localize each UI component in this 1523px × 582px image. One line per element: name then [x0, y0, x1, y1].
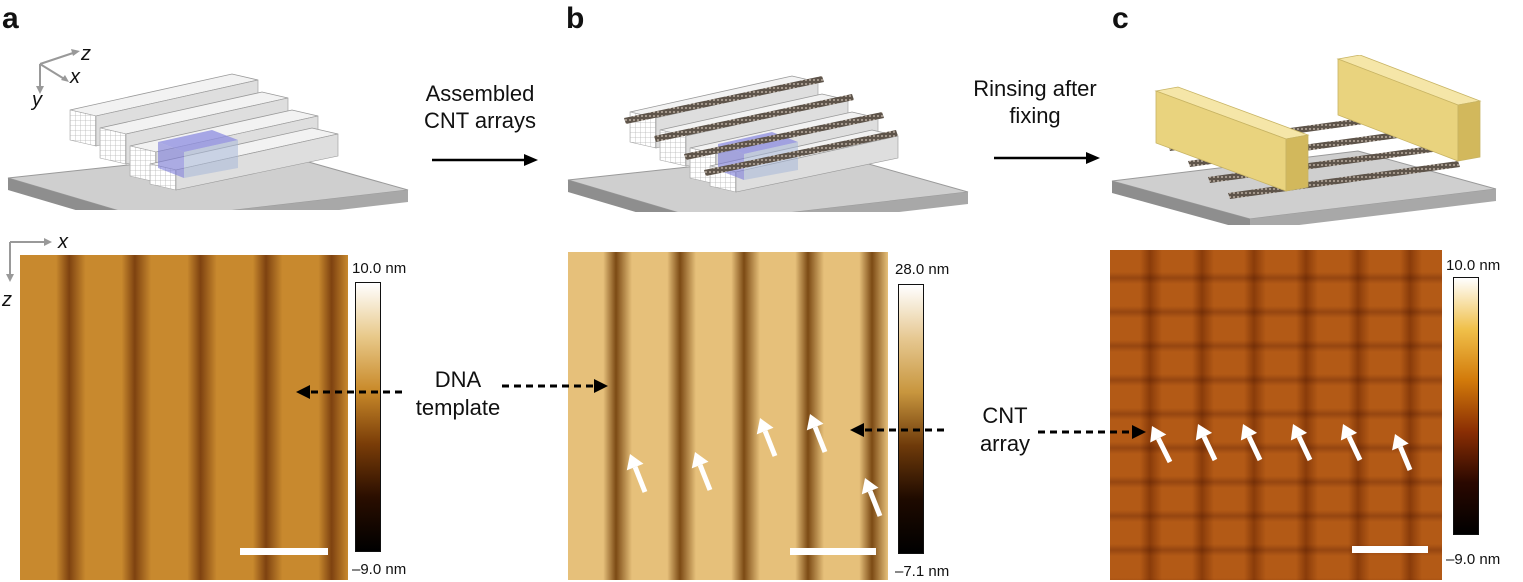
annotation-dna-line1: DNA [434, 367, 482, 392]
electrode-left [1154, 86, 1310, 192]
step1-label: Assembled CNT arrays [405, 80, 555, 134]
white-arrow [1340, 424, 1363, 462]
schematic-dna-template [7, 73, 409, 210]
colorbar-a-min: –9.0 nm [352, 561, 407, 578]
dashed-arrow-cnt-left [850, 423, 944, 437]
white-arrow [1150, 426, 1173, 464]
substrate-front [8, 178, 117, 210]
afm-axis-x: x [58, 231, 68, 253]
annotation-dna-template: DNA template [388, 366, 528, 422]
colorbar-c [1453, 277, 1479, 535]
afm-image-c [1110, 250, 1442, 580]
scale-bar-a [240, 548, 328, 555]
schematic-assembled-cnt [567, 75, 969, 212]
substrate-side [236, 190, 408, 210]
axes-afm [6, 238, 52, 282]
axis-label-z: z [81, 43, 91, 65]
colorbar-b-min: –7.1 nm [895, 563, 950, 580]
colorbar-b [898, 284, 924, 554]
white-arrow [756, 418, 778, 457]
white-arrow [691, 452, 713, 491]
panel-letter-a: a [2, 2, 19, 35]
white-arrow [1240, 424, 1263, 462]
annotation-cnt-line1: CNT [982, 403, 1028, 428]
dashed-arrow-dna-right [502, 379, 608, 393]
afm-image-a [20, 255, 348, 580]
annotation-cnt-array: CNT array [950, 402, 1060, 458]
annotation-dna-line2: template [415, 395, 501, 420]
white-arrows [626, 414, 1413, 517]
white-arrow [1392, 434, 1413, 471]
electrode-right [1336, 55, 1482, 162]
white-arrow [861, 478, 883, 517]
dashed-arrow-dna-left [296, 385, 402, 399]
dashed-arrow-cnt-right [1038, 425, 1146, 439]
dna-bundles [69, 73, 339, 191]
axes-triad-top [36, 49, 80, 94]
step2-line2: fixing [1009, 103, 1061, 128]
afm-image-b [568, 252, 888, 580]
step1-line2: CNT arrays [423, 108, 537, 133]
axis-label-x: x [70, 66, 80, 88]
panel-letter-c: c [1112, 2, 1129, 35]
afm-axis-z: z [2, 289, 12, 311]
white-arrow [626, 454, 648, 493]
scale-bar-c [1352, 546, 1428, 553]
scale-bar-b [790, 548, 876, 555]
colorbar-b-max: 28.0 nm [895, 261, 950, 278]
white-arrow [1290, 424, 1313, 462]
colorbar-a-max: 10.0 nm [352, 260, 407, 277]
panel-letter-b: b [566, 2, 585, 35]
step2-line1: Rinsing after [973, 76, 1097, 101]
colorbar-c-min: –9.0 nm [1446, 551, 1501, 568]
schematic-fixed-cnt [1111, 55, 1497, 225]
colorbar-c-max: 10.0 nm [1446, 257, 1501, 274]
white-arrow [1195, 424, 1218, 462]
step2-arrow [994, 152, 1100, 164]
step1-line1: Assembled [425, 81, 535, 106]
colorbar-a [355, 282, 381, 552]
axis-label-y: y [32, 89, 42, 111]
step2-label: Rinsing after fixing [945, 75, 1125, 129]
cnt-bundles [624, 75, 899, 193]
white-arrow [806, 414, 828, 453]
step1-arrow [432, 154, 538, 166]
annotation-cnt-line2: array [979, 431, 1031, 456]
